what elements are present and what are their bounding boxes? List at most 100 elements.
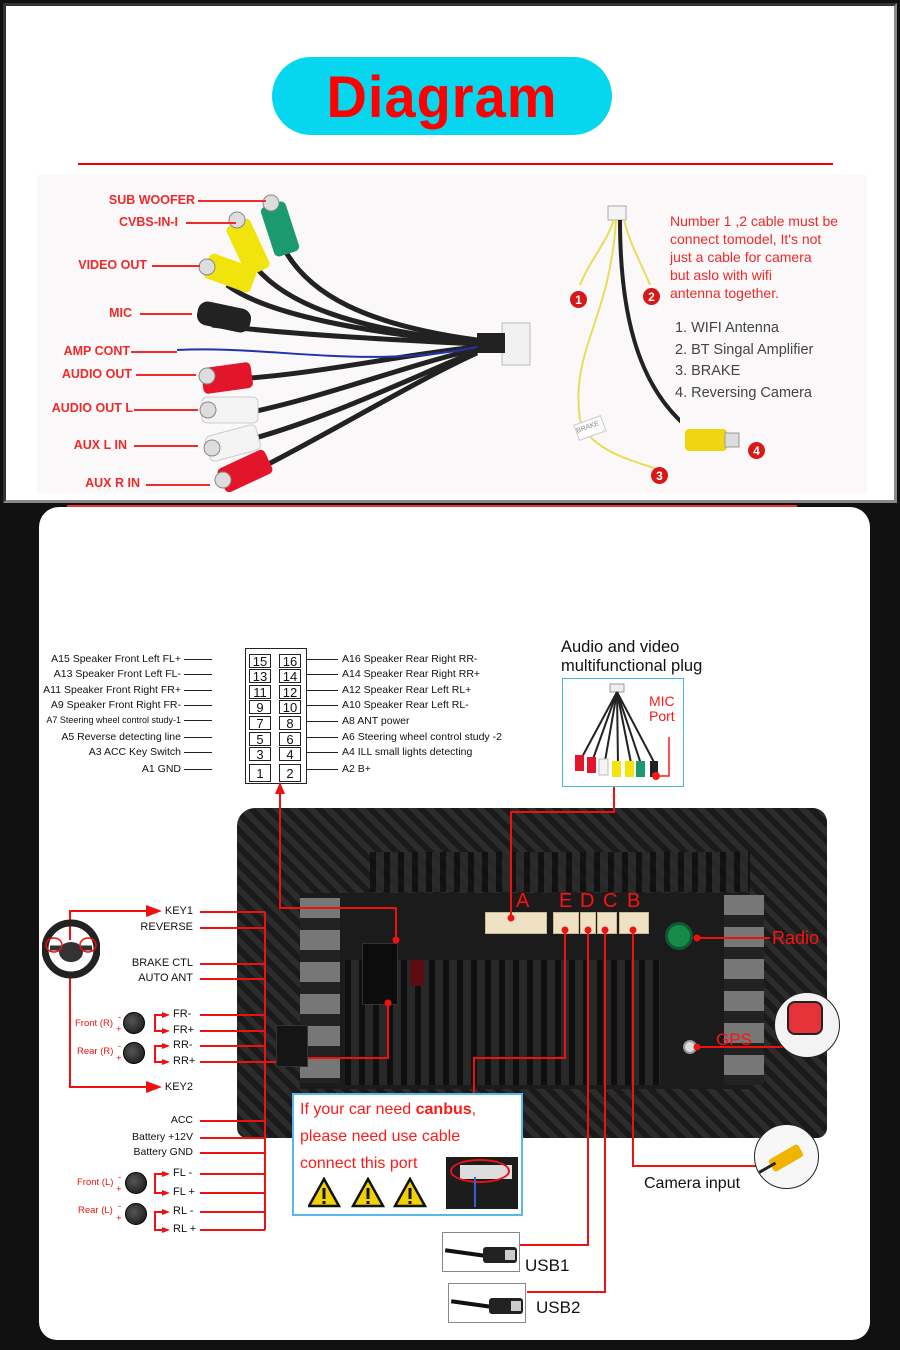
label-rl-plus: RL + <box>173 1223 197 1235</box>
pin: 2 <box>279 764 301 782</box>
connector-e <box>553 912 579 934</box>
label-battery-gnd: Battery GND <box>133 1146 193 1158</box>
pin-desc: Reverse detecting line <box>77 731 181 743</box>
canbus-line-1: If your car need canbus, <box>300 1101 476 1119</box>
pin-leader <box>184 720 212 722</box>
av-plug-cable-icon <box>575 683 670 780</box>
leader-line <box>186 222 236 224</box>
pin-id: A15 <box>51 653 70 665</box>
pin-leader <box>306 751 338 753</box>
radio-label: Radio <box>772 928 820 948</box>
radio-antenna-port <box>665 922 693 950</box>
connector-d <box>580 912 596 934</box>
pin-label-a3: A3 ACC Key Switch <box>89 746 212 758</box>
warning-icon <box>350 1177 386 1208</box>
rca-plug-yellow-icon <box>226 211 270 276</box>
label-audio-out-l: AUDIO OUT L <box>51 401 133 415</box>
top-vent <box>370 852 750 892</box>
pin-label-a8: A8 ANT power <box>306 715 410 727</box>
note-line: just a cable for camera <box>670 249 812 265</box>
mic-plug-icon <box>196 301 252 333</box>
label-reverse: REVERSE <box>140 921 193 933</box>
pin-label-a16: A16 Speaker Rear Right RR- <box>306 653 477 665</box>
warning-icon <box>392 1177 428 1208</box>
pin-id: A3 <box>88 746 102 758</box>
pin-label-a10: A10 Speaker Rear Left RL- <box>306 699 469 711</box>
leader-line <box>140 313 192 315</box>
steering-wheel-icon <box>42 919 100 979</box>
label-fl-plus: FL + <box>173 1186 195 1198</box>
title-badge: Diagram <box>272 57 612 135</box>
pin: 14 <box>279 669 301 684</box>
pin-label-a5: A5 Reverse detecting line <box>61 731 212 743</box>
pin-id: A8 <box>342 715 355 727</box>
iso-socket <box>362 943 398 1005</box>
leader-line <box>134 409 198 411</box>
pin-desc: Speaker Rear Right RR- <box>363 653 478 665</box>
pin-desc: ANT power <box>357 715 410 727</box>
pin-label-a15: A15 Speaker Front Left FL+ <box>51 653 212 665</box>
pin-label-a13: A13 Speaker Front Left FL- <box>54 668 212 680</box>
usb1-label: USB1 <box>525 1256 570 1275</box>
pin: 3 <box>249 747 271 762</box>
pin-leader <box>306 689 338 691</box>
polarity-minus: - <box>118 1041 122 1052</box>
label-amp-cont: AMP CONT <box>63 344 130 358</box>
label-aux-r-in: AUX R IN <box>85 476 140 490</box>
av-plug-title: Audio and video multifunctional plug <box>561 638 702 676</box>
pin-leader <box>306 720 338 722</box>
marker-2: 2 <box>643 288 660 305</box>
pin: 10 <box>279 700 301 715</box>
panel-divider <box>67 505 797 507</box>
pin-label-a14: A14 Speaker Rear Right RR+ <box>306 668 480 680</box>
canbus-line-2: please need use cable <box>300 1128 461 1145</box>
gps-label: GPS <box>716 1030 752 1049</box>
fuse-icon <box>410 960 424 986</box>
label-rear-r: Rear (R) <box>77 1046 114 1057</box>
pin: 12 <box>279 685 301 700</box>
pin-label-a9: A9 Speaker Front Right FR- <box>51 699 212 711</box>
polarity-plus: + <box>116 1184 122 1195</box>
label-rr-plus: RR+ <box>173 1055 196 1067</box>
pin-desc: Steering wheel control study -2 <box>357 731 502 743</box>
label-sub-woofer: SUB WOOFER <box>108 193 195 207</box>
pin-leader <box>184 658 212 660</box>
pin-leader <box>184 751 212 753</box>
heatsink-right <box>724 895 764 1085</box>
polarity-minus: - <box>118 1201 122 1212</box>
pin-leader <box>306 658 338 660</box>
pin-label-a2: A2 B+ <box>306 763 371 775</box>
pin-id: A13 <box>53 668 73 680</box>
label-mic: MIC <box>109 306 132 320</box>
label-key2: KEY2 <box>164 1081 193 1093</box>
camera-cable-legend: 1. WIFI Antenna 2. BT Singal Amplifier 3… <box>675 318 813 404</box>
pin: 9 <box>249 700 271 715</box>
pin-id: A1 <box>141 763 155 775</box>
gps-antenna-port <box>683 1040 697 1054</box>
rca-plug-white-icon <box>203 424 261 462</box>
canbus-port-photo <box>446 1157 518 1209</box>
speaker-rear-right-icon <box>123 1042 145 1064</box>
camera-cable-illustration <box>573 205 680 471</box>
pin-desc: Speaker Rear Left RL+ <box>363 684 472 696</box>
label-rr-minus: RR- <box>173 1039 193 1051</box>
marker-4: 4 <box>748 442 765 459</box>
pin-leader <box>306 768 338 770</box>
connector-a <box>485 912 547 934</box>
usb2-cable-icon <box>448 1283 526 1323</box>
pin-id: A2 <box>342 763 355 775</box>
camera-input-label: Camera input <box>644 1175 741 1192</box>
pin: 7 <box>249 716 271 731</box>
warning-icon <box>308 1177 342 1208</box>
warning-icons <box>308 1177 428 1208</box>
pin-desc: ILL small lights detecting <box>357 746 473 758</box>
connector-b-label: B <box>627 890 641 912</box>
label-cvbs-in: CVBS-IN-I <box>118 215 178 229</box>
canbus-keyword: canbus <box>415 1101 472 1118</box>
canbus-text: If your car need <box>300 1101 416 1118</box>
rca-plug-red-icon <box>214 449 273 493</box>
pin-leader <box>184 704 212 706</box>
canbus-note: If your car need canbus, please need use… <box>292 1093 523 1216</box>
pin-desc: Speaker Front Right FR- <box>66 699 181 711</box>
pin-leader <box>306 673 338 675</box>
